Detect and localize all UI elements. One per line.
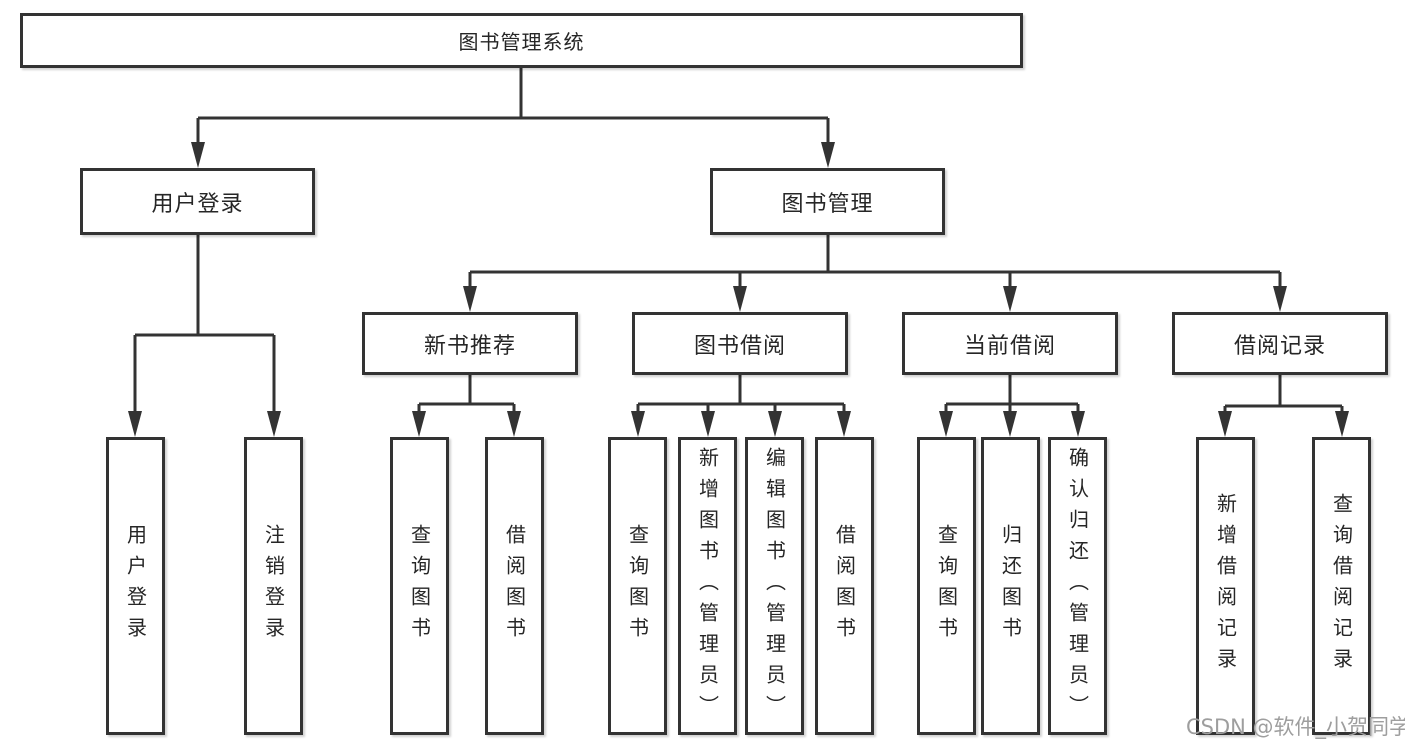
leaf-rec-query-book: 查询图书 [390, 437, 449, 735]
connector-book-mgmt-branch [468, 235, 1282, 289]
leaf-cb-query-book-label: 查询图书 [934, 524, 959, 648]
leaf-br-query-record: 查询借阅记录 [1312, 437, 1371, 735]
node-user-login: 用户登录 [80, 168, 315, 235]
node-root: 图书管理系统 [20, 13, 1023, 68]
node-borrow-records-label: 借阅记录 [1233, 333, 1326, 359]
connector-book-borrow-branch [636, 375, 846, 414]
node-book-borrow-label: 图书借阅 [693, 333, 786, 359]
leaf-bb-query-book: 查询图书 [608, 437, 667, 735]
connector-root-to-level2 [196, 68, 830, 145]
node-new-book-rec-label: 新书推荐 [423, 333, 516, 359]
node-book-mgmt-label: 图书管理 [781, 191, 874, 217]
node-book-borrow: 图书借阅 [632, 312, 848, 375]
arrowheads-level3 [463, 286, 1287, 312]
node-borrow-records: 借阅记录 [1172, 312, 1388, 375]
leaf-user-login: 用户登录 [106, 437, 165, 735]
leaf-br-add-record-label: 新增借阅记录 [1213, 493, 1238, 679]
node-current-borrow: 当前借阅 [902, 312, 1118, 375]
leaf-rec-query-book-label: 查询图书 [407, 524, 432, 648]
leaf-logout-label: 注销登录 [261, 524, 286, 648]
connector-current-borrow-branch [944, 375, 1080, 414]
leaf-cb-query-book: 查询图书 [917, 437, 976, 735]
connector-new-book-rec-branch [417, 375, 516, 414]
leaf-cb-confirm-return: 确认归还（管理员） [1048, 437, 1107, 735]
leaf-bb-add-book: 新增图书（管理员） [678, 437, 737, 735]
node-book-mgmt: 图书管理 [710, 168, 945, 235]
leaf-cb-return-book-label: 归还图书 [998, 524, 1023, 648]
leaf-cb-return-book: 归还图书 [981, 437, 1040, 735]
connector-borrow-records-branch [1223, 375, 1344, 414]
leaf-bb-edit-book: 编辑图书（管理员） [745, 437, 804, 735]
node-new-book-rec: 新书推荐 [362, 312, 578, 375]
arrowheads-user-login-leaves [128, 411, 281, 437]
leaf-rec-borrow-book: 借阅图书 [485, 437, 544, 735]
leaf-rec-borrow-book-label: 借阅图书 [502, 524, 527, 648]
leaf-logout: 注销登录 [244, 437, 303, 735]
connector-user-login-branch [133, 235, 276, 414]
leaf-bb-add-book-label: 新增图书（管理员） [695, 446, 720, 726]
leaf-br-add-record: 新增借阅记录 [1196, 437, 1255, 735]
node-root-label: 图书管理系统 [458, 30, 585, 54]
arrowheads-level2 [191, 142, 835, 168]
leaf-br-query-record-label: 查询借阅记录 [1329, 493, 1354, 679]
csdn-watermark: CSDN @软件_小贺同学 [1186, 715, 1405, 739]
node-user-login-label: 用户登录 [151, 191, 244, 217]
leaf-bb-edit-book-label: 编辑图书（管理员） [762, 446, 787, 726]
arrowheads-leaves [412, 411, 1349, 437]
node-current-borrow-label: 当前借阅 [963, 333, 1056, 359]
leaf-bb-query-book-label: 查询图书 [625, 524, 650, 648]
leaf-bb-borrow-book: 借阅图书 [815, 437, 874, 735]
leaf-bb-borrow-book-label: 借阅图书 [832, 524, 857, 648]
leaf-user-login-label: 用户登录 [123, 524, 148, 648]
leaf-cb-confirm-return-label: 确认归还（管理员） [1065, 446, 1090, 726]
